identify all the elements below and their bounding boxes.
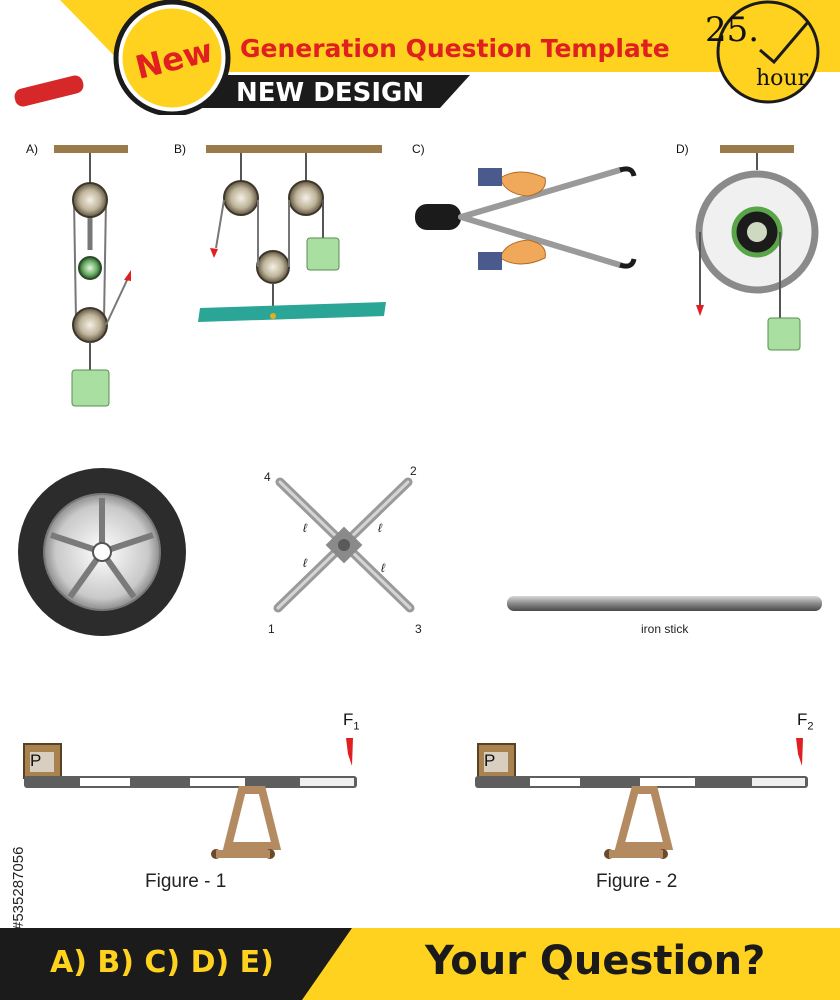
tongs-diagram [415,166,637,270]
force-symbol: F [343,710,354,729]
figure-1-caption: Figure - 1 [145,871,227,892]
ceiling-beam-d [720,145,794,153]
force-arrow-f1 [346,738,353,766]
force-subscript: 1 [353,720,360,733]
wheel-axle-system-d [695,145,819,351]
panel-c-label: C) [412,142,425,156]
arm-length-label: ℓ [381,561,385,575]
figure-2-caption: Figure - 2 [596,871,678,892]
force-symbol: F [797,710,808,729]
hand-lower [499,239,546,265]
pulley-system-b [198,145,386,322]
wrench-arm-label: 3 [415,622,422,636]
wrench-arm-label: 4 [264,470,271,484]
pulley-wheel-green [78,256,102,280]
ceiling-beam-b [206,145,382,153]
magnifier-rim [113,0,231,117]
pulley-wheel [223,180,259,216]
pulley-wheel [72,307,108,343]
box-label: P [30,751,42,770]
force-label-f2: F2 [797,710,814,732]
footer-black-band [0,928,352,1000]
fulcrum [614,786,674,850]
header-banner [0,0,840,117]
magnifier-lens [117,3,227,113]
page-title: Generation Question Template [240,34,670,63]
lever-figure-1 [23,738,357,859]
your-question-text: Your Question? [425,938,766,984]
hanging-weight-b [306,237,340,271]
black-subtitle-band [200,75,470,108]
header-graphics [14,0,840,117]
footer-banner [0,928,840,1000]
hand-upper [499,171,546,197]
answer-options: A) B) C) D) E) [50,945,274,980]
yellow-banner [60,0,840,72]
wrench-arm-label: 2 [410,464,417,478]
tongs-handle-grip [415,204,461,230]
fulcrum [222,786,282,850]
ceiling-beam-a [54,145,128,153]
pulley-wheel [256,250,290,284]
pulley-wheel [72,182,108,218]
panel-b-label: B) [174,142,186,156]
force-arrow [124,270,131,281]
hanging-weight-a [71,369,110,407]
pulley-diagrams [54,145,819,407]
arm-length-label: ℓ [303,521,307,535]
force-label-f1: F1 [343,710,360,732]
arm-length-label: ℓ [303,556,307,570]
cross-wrench [273,477,415,613]
arm-length-label: ℓ [378,521,382,535]
wrench-arm-label: 1 [268,622,275,636]
pulley-wheel [288,180,324,216]
iron-stick [507,596,822,611]
force-arrow [696,305,704,316]
car-tire [18,468,186,636]
checkmark-icon [759,21,810,65]
stock-id: #535287056 [10,846,27,930]
hour-number: 25. [705,10,760,50]
magnifier-handle [14,75,84,107]
page-subtitle: NEW DESIGN [236,78,425,108]
box-label: P [484,751,496,770]
panel-a-label: A) [26,142,38,156]
force-arrow-f2 [796,738,803,766]
force-arrow [210,248,218,258]
force-subscript: 2 [807,720,814,733]
iron-stick-label: iron stick [641,622,689,636]
panel-d-label: D) [676,142,689,156]
pulley-system-a [54,145,131,407]
middle-diagrams [18,468,822,636]
hanging-weight-d [767,317,801,351]
teal-platform [198,302,386,322]
lever-figures [23,738,808,859]
clock-face [716,0,820,104]
hour-label: hour [756,66,809,91]
lever-figure-2 [475,738,808,859]
